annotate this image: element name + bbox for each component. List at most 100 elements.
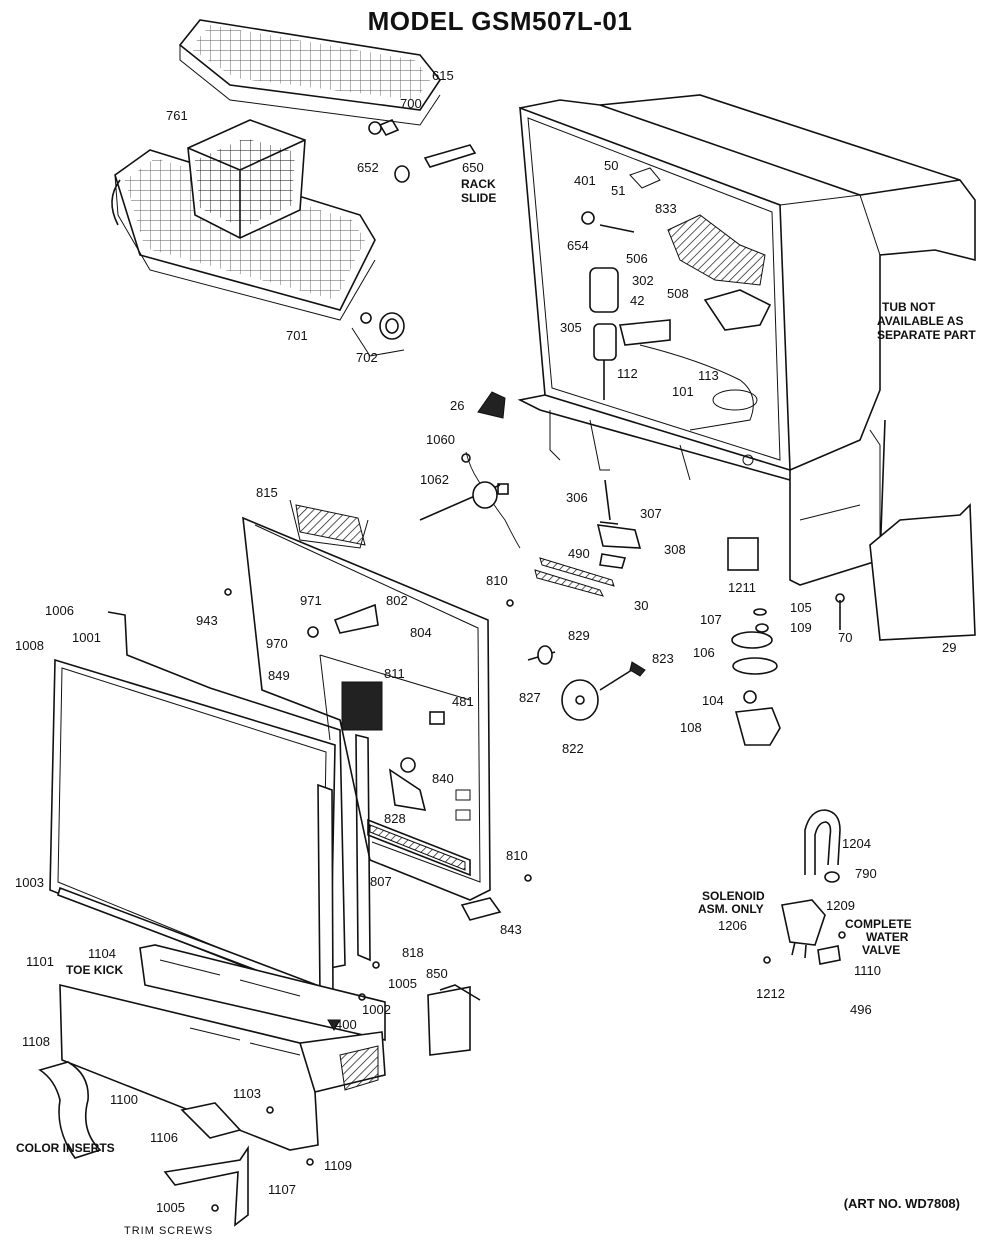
part-label-1062: 1062 [420,472,449,487]
part-label-1005: 1005 [388,976,417,991]
part-label-105: 105 [790,600,812,615]
part-label-302: 302 [632,273,654,288]
part-label-850: 850 [426,966,448,981]
trim-screws-note: TRIM SCREWS [124,1225,213,1237]
part-label-843: 843 [500,922,522,937]
part-label-943: 943 [196,613,218,628]
part-label-1109: 1109 [324,1158,352,1173]
part-label-1100: 1100 [110,1092,138,1107]
part-label-823: 823 [652,651,674,666]
part-label-827: 827 [519,690,541,705]
rack-slide-note: RACK SLIDE [461,177,496,205]
part-label-113: 113 [698,368,719,383]
part-label-840: 840 [432,771,454,786]
art-number: (ART NO. WD7808) [843,1196,960,1211]
part-label-29: 29 [942,640,956,655]
svg-text:ASM. ONLY: ASM. ONLY [698,902,764,916]
part-label-107: 107 [700,612,722,627]
part-label-971: 971 [300,593,322,608]
part-label-1206: 1206 [718,918,747,933]
part-label-1110: 1110 [854,963,881,978]
part-label-652: 652 [357,160,379,175]
part-label-506: 506 [626,251,648,266]
part-label-1204: 1204 [842,836,871,851]
svg-text:RACK: RACK [461,177,496,191]
part-label-1104: 1104 [88,946,116,961]
part-label-1211: 1211 [728,580,756,595]
part-label-70: 70 [838,630,852,645]
color-inserts-note: COLOR INSERTS [16,1141,115,1155]
part-label-496: 496 [850,1002,872,1017]
part-label-815: 815 [256,485,278,500]
part-label-818: 818 [402,945,424,960]
hinge-and-spring-parts [419,391,976,641]
solenoid-note: SOLENOID ASM. ONLY [698,889,765,916]
part-label-50: 50 [604,158,618,173]
part-label-702: 702 [356,350,378,365]
part-label-615: 615 [432,68,454,83]
part-label-807: 807 [370,874,392,889]
part-label-1008: 1008 [15,638,44,653]
part-label-305: 305 [560,320,582,335]
svg-text:VALVE: VALVE [862,943,900,957]
part-label-700: 700 [400,96,422,111]
part-label-1006: 1006 [45,603,74,618]
part-label-1108: 1108 [22,1034,50,1049]
part-label-810: 810 [486,573,508,588]
part-label-811: 811 [384,666,405,681]
tub-not-available-note: TUB NOT AVAILABLE AS SEPARATE PART [877,300,976,342]
diagram-title: MODEL GSM507L-01 [367,6,633,36]
part-label-1101: 1101 [26,954,54,969]
part-label-804: 804 [410,625,432,640]
svg-text:WATER: WATER [866,930,909,944]
svg-text:SOLENOID: SOLENOID [702,889,765,903]
part-label-1103: 1103 [233,1086,261,1101]
svg-text:SEPARATE PART: SEPARATE PART [877,328,976,342]
part-label-490: 490 [568,546,590,561]
part-label-654: 654 [567,238,589,253]
water-valve-assembly [763,809,846,965]
part-label-701: 701 [286,328,308,343]
part-label-109: 109 [790,620,812,635]
part-label-1107: 1107 [268,1182,296,1197]
part-label-1209: 1209 [826,898,855,913]
rack-slide-parts [351,118,477,357]
part-label-108: 108 [680,720,702,735]
part-label-833: 833 [655,201,677,216]
part-label-828: 828 [384,811,406,826]
part-label-829: 829 [568,628,590,643]
part-label-401: 401 [574,173,596,188]
part-label-1002: 1002 [362,1002,391,1017]
part-label-400: 400 [335,1017,357,1032]
part-label-849: 849 [268,668,290,683]
part-label-42: 42 [630,293,644,308]
svg-text:COMPLETE: COMPLETE [845,917,912,931]
part-label-30: 30 [634,598,648,613]
part-label-1212: 1212 [756,986,785,1001]
part-label-112: 112 [617,366,638,381]
part-label-481: 481 [452,694,474,709]
svg-text:SLIDE: SLIDE [461,191,496,205]
svg-text:TUB NOT: TUB NOT [882,300,936,314]
upper-dish-rack [178,19,441,126]
part-label-1060: 1060 [426,432,455,447]
part-label-306: 306 [566,490,588,505]
toe-kick-note: TOE KICK [66,963,123,977]
part-label-51: 51 [611,183,625,198]
part-label-508: 508 [667,286,689,301]
svg-text:AVAILABLE AS: AVAILABLE AS [877,314,963,328]
part-label-26: 26 [450,398,464,413]
part-label-101: 101 [672,384,694,399]
part-label-650: 650 [462,160,484,175]
toe-kick-assembly [38,944,481,1227]
dishwasher-tub [517,94,976,586]
hardware-parts [211,588,781,1212]
part-label-810: 810 [506,848,528,863]
part-label-1106: 1106 [150,1130,178,1145]
part-label-1005: 1005 [156,1200,185,1215]
part-label-802: 802 [386,593,408,608]
part-label-308: 308 [664,542,686,557]
part-label-822: 822 [562,741,584,756]
